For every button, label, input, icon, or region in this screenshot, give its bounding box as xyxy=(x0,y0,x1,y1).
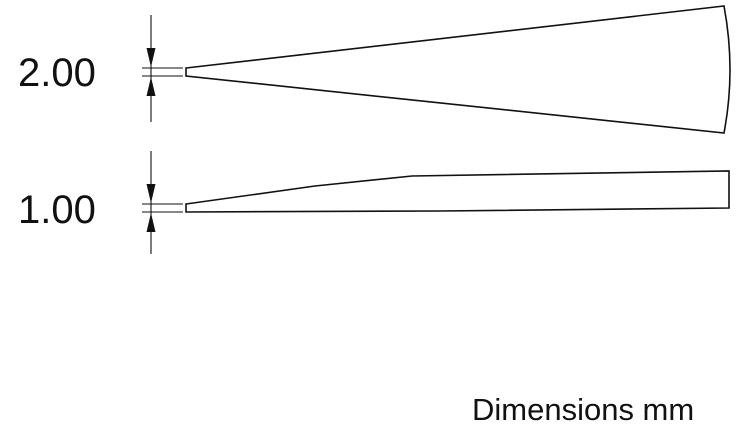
top-dim-arrow-down xyxy=(146,48,156,67)
top-tip-profile xyxy=(185,5,731,134)
top-tip-outline xyxy=(185,5,731,134)
bottom-dimension-label: 1.00 xyxy=(18,188,96,232)
bottom-dimension-marker xyxy=(142,151,183,254)
top-dimension-label: 2.00 xyxy=(18,51,96,95)
bottom-dim-arrow-up xyxy=(146,213,156,232)
units-caption: Dimensions mm xyxy=(472,392,695,427)
top-dim-arrow-up xyxy=(146,77,156,96)
top-dimension-marker xyxy=(142,15,183,122)
bottom-tip-profile xyxy=(185,170,730,213)
bottom-dim-arrow-down xyxy=(146,184,156,203)
bottom-tip-outline xyxy=(185,170,730,213)
